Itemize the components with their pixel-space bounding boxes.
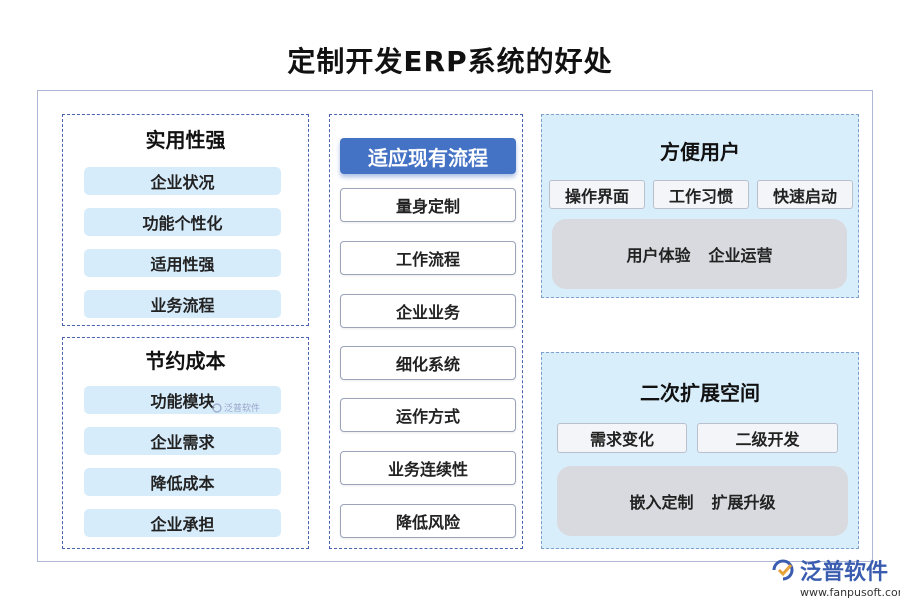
brand-name: 泛普软件 <box>800 560 889 585</box>
watermark: 泛普软件 <box>212 401 260 414</box>
tag: 工作习惯 <box>653 180 749 209</box>
tag: 操作界面 <box>549 180 645 209</box>
extension-heading: 二次扩展空间 <box>640 381 760 405</box>
list-item: 业务流程 <box>84 290 281 318</box>
list-item: 工作流程 <box>340 241 516 275</box>
list-item: 企业业务 <box>340 294 516 328</box>
cost-saving-heading: 节约成本 <box>145 349 226 373</box>
summary-item: 嵌入定制 <box>629 493 694 512</box>
summary-item: 扩展升级 <box>711 493 776 512</box>
list-item: 降低风险 <box>340 504 516 538</box>
tag: 需求变化 <box>557 423 687 453</box>
list-item: 企业需求 <box>84 427 281 455</box>
tag: 快速启动 <box>757 180 853 209</box>
watermark-logo-icon <box>212 402 222 413</box>
process-fit-heading: 适应现有流程 <box>340 138 516 174</box>
practicality-panel <box>62 114 309 326</box>
summary-item: 用户体验 <box>626 246 691 265</box>
process-fit-panel <box>329 114 523 549</box>
user-convenience-heading: 方便用户 <box>660 140 740 164</box>
cost-saving-panel <box>62 337 309 549</box>
brand-logo: 泛普软件 www.fanpusoft.com <box>770 554 900 599</box>
brand-mark-icon <box>772 559 794 581</box>
user-convenience-summary: 用户体验 企业运营 <box>552 219 847 289</box>
brand-url: www.fanpusoft.com <box>800 586 900 599</box>
page-title: 定制开发ERP系统的好处 <box>287 45 613 78</box>
list-item: 适用性强 <box>84 249 281 277</box>
list-item: 企业承担 <box>84 509 281 537</box>
practicality-heading: 实用性强 <box>145 128 226 152</box>
list-item: 企业状况 <box>84 167 281 195</box>
list-item: 量身定制 <box>340 188 516 222</box>
list-item: 功能模块 <box>84 386 281 414</box>
extension-summary: 嵌入定制 扩展升级 <box>557 466 848 536</box>
summary-item: 企业运营 <box>708 246 773 265</box>
list-item: 运作方式 <box>340 398 516 432</box>
list-item: 降低成本 <box>84 468 281 496</box>
list-item: 细化系统 <box>340 346 516 380</box>
tag: 二级开发 <box>697 423 838 453</box>
list-item: 业务连续性 <box>340 451 516 485</box>
list-item: 功能个性化 <box>84 208 281 236</box>
